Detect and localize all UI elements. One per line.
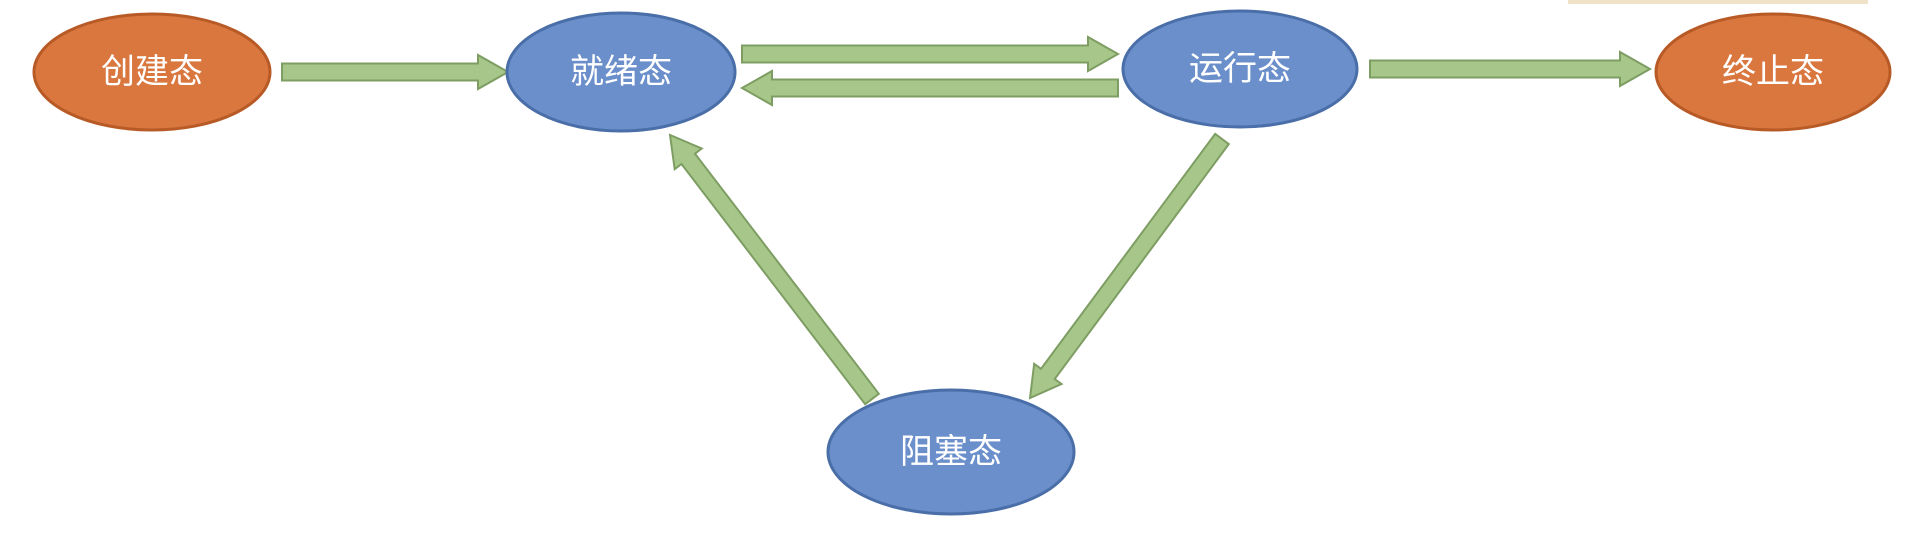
node-ready-label: 就绪态: [570, 52, 672, 92]
node-ready-shape: [505, 11, 737, 133]
arrow-created-to-ready: [281, 53, 511, 91]
top-edge-strip: [1568, 0, 1868, 4]
node-blocked: 阻塞态: [826, 388, 1076, 516]
edges-layer: [281, 35, 1653, 406]
node-running-shape: [1121, 9, 1359, 129]
arrow-running-to-blocked: [1028, 132, 1231, 400]
arrow-blocked-to-ready: [668, 133, 881, 406]
node-created-label: 创建态: [101, 52, 203, 92]
node-created: 创建态: [32, 12, 272, 132]
node-terminated: 终止态: [1654, 12, 1892, 132]
node-running: 运行态: [1121, 9, 1359, 129]
node-blocked-shape: [826, 388, 1076, 516]
node-running-label: 运行态: [1189, 49, 1291, 89]
node-ready: 就绪态: [505, 11, 737, 133]
arrow-running-to-terminated: [1369, 50, 1653, 88]
arrow-ready-to-running: [741, 35, 1121, 73]
node-terminated-label: 终止态: [1722, 52, 1824, 92]
nodes-layer: 创建态 就绪态 运行态 终止态 阻塞态: [32, 9, 1892, 516]
node-blocked-label: 阻塞态: [900, 432, 1002, 472]
node-terminated-shape: [1654, 12, 1892, 132]
node-created-shape: [32, 12, 272, 132]
arrow-running-to-ready: [739, 69, 1119, 107]
